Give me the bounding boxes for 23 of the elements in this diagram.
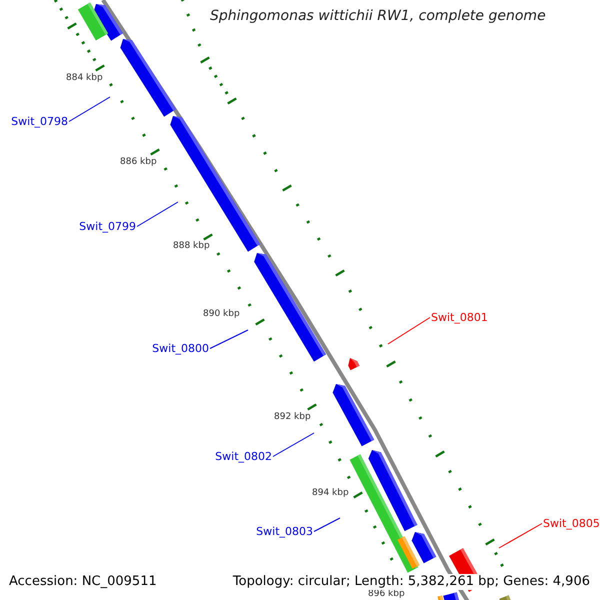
leader-line <box>498 523 542 548</box>
position-label: 884 kbp <box>66 73 103 84</box>
position-label: 888 kbp <box>173 241 210 252</box>
leader-line <box>388 317 430 344</box>
leader-line <box>272 432 314 457</box>
leader-line <box>68 96 110 122</box>
accession-text: Accession: NC_009511 <box>9 574 157 590</box>
position-label: 892 kbp <box>274 412 311 423</box>
chart-title: Sphingomonas wittichii RW1, complete genome <box>210 8 546 25</box>
gene-label: Swit_0805 <box>543 517 600 530</box>
position-label: 890 kbp <box>203 309 240 320</box>
gene-label: Swit_0798 <box>11 115 68 128</box>
gene-label: Swit_0801 <box>431 311 488 324</box>
gene-label: Swit_0800 <box>152 342 209 355</box>
genome-summary-text: Topology: circular; Length: 5,382,261 bp; Genes: 4,906 <box>232 574 590 590</box>
position-label: 886 kbp <box>120 157 157 168</box>
gene-label: Swit_0803 <box>256 525 313 538</box>
position-label: 894 kbp <box>312 488 349 499</box>
gene-label: Swit_0802 <box>215 450 272 463</box>
gene-label: Swit_0799 <box>79 220 136 233</box>
leader-line <box>314 518 340 532</box>
leader-line <box>210 330 248 349</box>
leader-line <box>136 202 178 227</box>
